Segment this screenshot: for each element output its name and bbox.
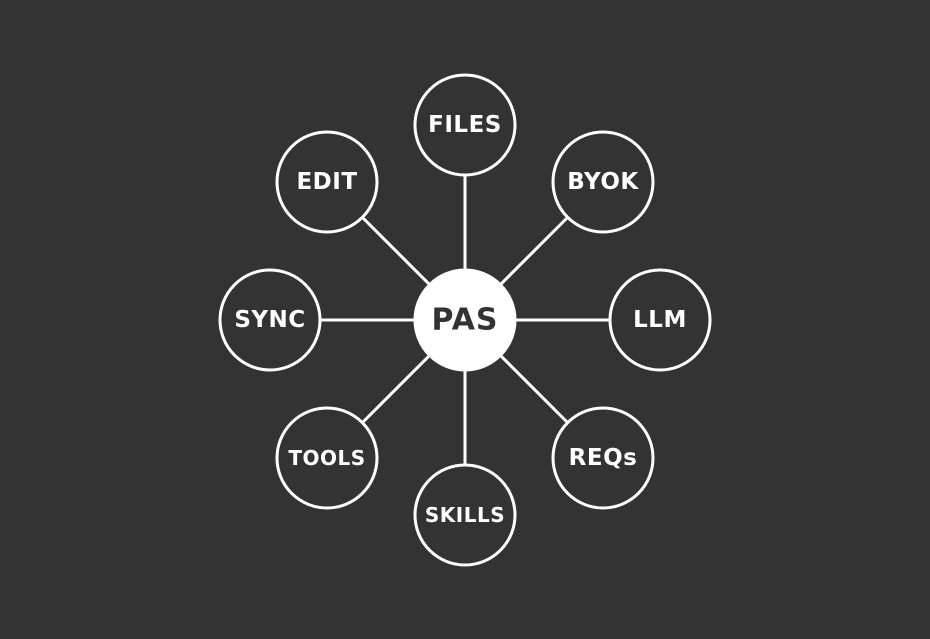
node-sync: SYNC [218, 268, 322, 372]
node-skills-circle [413, 463, 517, 567]
node-files-label: FILES [428, 112, 502, 138]
node-tools-circle [275, 406, 379, 510]
node-reqs-label: REQs [569, 445, 638, 471]
node-sync-circle [218, 268, 322, 372]
node-llm: LLM [608, 268, 712, 372]
node-edit: EDIT [275, 130, 379, 234]
node-reqs-circle [551, 406, 655, 510]
hub-circle [413, 268, 517, 372]
node-tools: TOOLS [275, 406, 379, 510]
hub-node: PAS [413, 268, 517, 372]
node-sync-label: SYNC [234, 307, 305, 333]
node-reqs: REQs [551, 406, 655, 510]
node-edit-label: EDIT [296, 169, 357, 195]
node-files: FILES [413, 73, 517, 177]
node-skills-label: SKILLS [425, 503, 505, 527]
node-edit-circle [275, 130, 379, 234]
node-byok: BYOK [551, 130, 655, 234]
node-files-circle [413, 73, 517, 177]
hub-label: PAS [431, 303, 498, 338]
node-tools-label: TOOLS [288, 446, 365, 470]
node-skills: SKILLS [413, 463, 517, 567]
node-byok-circle [551, 130, 655, 234]
node-llm-circle [608, 268, 712, 372]
node-byok-label: BYOK [567, 169, 639, 195]
node-llm-label: LLM [633, 307, 687, 333]
